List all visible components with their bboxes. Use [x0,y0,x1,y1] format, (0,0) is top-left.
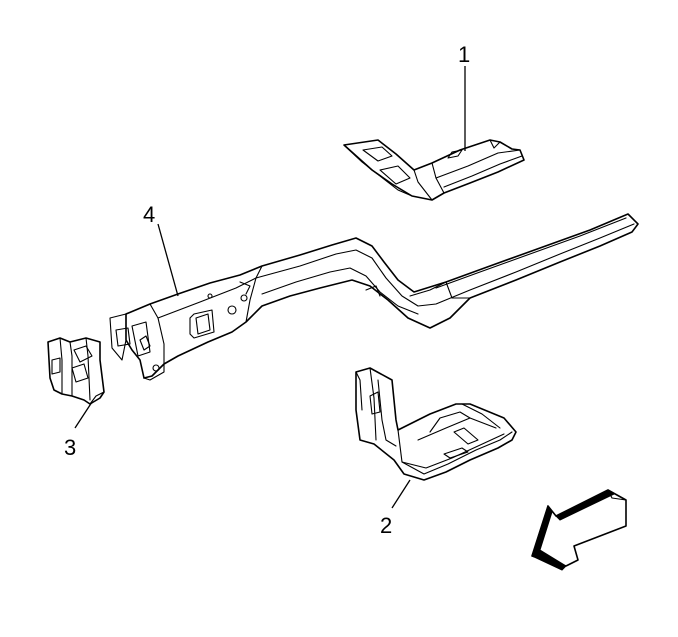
callout-3: 3 [64,435,76,460]
part-1-rail-extension [343,139,525,201]
leader-lines [74,66,466,509]
part-4-frame-rail [109,213,639,381]
callout-4: 4 [143,202,155,227]
leader-3 [74,401,93,429]
leader-4 [157,223,179,297]
part-2-floor-bracket [355,367,517,481]
front-direction-arrow-icon [531,489,627,571]
part-3-end-bracket [47,337,105,405]
callout-2: 2 [380,513,392,538]
leader-2 [391,479,411,509]
callout-1: 1 [458,42,470,67]
callout-labels: 1 2 3 4 [64,42,470,538]
